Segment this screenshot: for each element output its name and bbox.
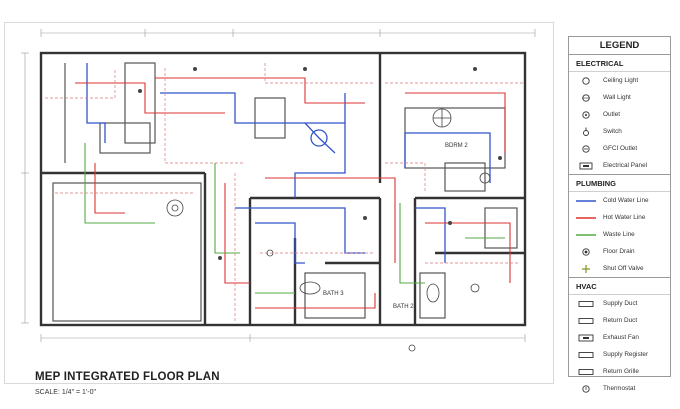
floor-drain-icon	[569, 247, 603, 257]
dimension-lines	[21, 29, 536, 342]
legend-label: Ceiling Light	[603, 77, 639, 84]
legend-label: Outlet	[603, 111, 621, 118]
switch-icon	[569, 127, 603, 137]
legend-label: Floor Drain	[603, 248, 635, 255]
legend-item: Outlet	[569, 106, 670, 123]
legend-item: Waste Line	[569, 226, 670, 243]
legend-label: Exhaust Fan	[603, 334, 639, 341]
legend-hvac-section: HVAC Supply Duct Return Duct Exhaust Fan…	[569, 278, 670, 397]
legend-electrical-heading: ELECTRICAL	[569, 55, 670, 72]
thermostat-icon	[569, 384, 603, 394]
room-label-bath2: BATH 2	[393, 304, 414, 310]
legend-label: Supply Register	[603, 351, 649, 358]
walls	[39, 51, 527, 327]
legend-label: Thermostat	[603, 385, 636, 392]
outlet-icon	[569, 110, 603, 120]
cold-water-line-icon	[569, 198, 603, 204]
plan-scale: SCALE: 1/4" = 1'-0"	[35, 389, 96, 396]
legend-item: Ceiling Light	[569, 72, 670, 89]
legend-item: Switch	[569, 123, 670, 140]
return-duct-icon	[569, 317, 603, 325]
legend-plumbing-heading: PLUMBING	[569, 175, 670, 192]
legend-plumbing-section: PLUMBING Cold Water Line Hot Water Line …	[569, 175, 670, 278]
legend-label: Waste Line	[603, 231, 635, 238]
room-label-bath3: BATH 3	[323, 291, 344, 297]
waste-line-icon	[569, 232, 603, 238]
legend-label: Return Duct	[603, 317, 638, 324]
legend-label: Return Grille	[603, 368, 639, 375]
supply-register-icon	[569, 351, 603, 359]
supply-duct-icon	[569, 300, 603, 308]
legend-hvac-heading: HVAC	[569, 278, 670, 295]
legend-label: Switch	[603, 128, 622, 135]
legend-item: GFCI Outlet	[569, 140, 670, 157]
hot-water-line-icon	[569, 215, 603, 221]
legend-electrical-section: ELECTRICAL Ceiling Light Wall Light Outl…	[569, 55, 670, 175]
legend-item: Shut Off Valve	[569, 260, 670, 277]
floor-plan-drawing: BATH 3 BATH 2 BDRM 2	[21, 29, 536, 352]
electrical-circuits	[45, 63, 525, 323]
legend-item: Thermostat	[569, 380, 670, 397]
legend-label: Hot Water Line	[603, 214, 646, 221]
legend-label: Wall Light	[603, 94, 631, 101]
legend-item: Return Duct	[569, 312, 670, 329]
shut-off-valve-icon	[569, 264, 603, 274]
legend-label: Cold Water Line	[603, 197, 649, 204]
electrical-panel-icon	[569, 161, 603, 171]
ceiling-light-icon	[569, 76, 603, 86]
drawing-sheet: BATH 3 BATH 2 BDRM 2 MEP INTEGRATED FLOO…	[4, 22, 554, 396]
outlet-symbols	[138, 67, 502, 260]
legend-panel: LEGEND ELECTRICAL Ceiling Light Wall Lig…	[568, 36, 671, 393]
legend-item: Electrical Panel	[569, 157, 670, 174]
legend-item: Return Grille	[569, 363, 670, 380]
waste-lines	[84, 143, 505, 294]
legend-item: Hot Water Line	[569, 209, 670, 226]
room-label-bdrm: BDRM 2	[445, 143, 468, 149]
legend-item: Exhaust Fan	[569, 329, 670, 346]
legend-item: Floor Drain	[569, 243, 670, 260]
legend-item: Wall Light	[569, 89, 670, 106]
legend-label: Shut Off Valve	[603, 265, 644, 272]
legend-title: LEGEND	[569, 37, 670, 55]
legend-item: Cold Water Line	[569, 192, 670, 209]
plan-title: MEP INTEGRATED FLOOR PLAN	[35, 371, 220, 383]
gfci-outlet-icon	[569, 144, 603, 154]
legend-label: Supply Duct	[603, 300, 638, 307]
legend-label: GFCI Outlet	[603, 145, 638, 152]
legend-label: Electrical Panel	[603, 162, 648, 169]
legend-item: Supply Duct	[569, 295, 670, 312]
legend-item: Supply Register	[569, 346, 670, 363]
return-grille-icon	[569, 368, 603, 376]
wall-light-icon	[569, 93, 603, 103]
exhaust-fan-icon	[569, 334, 603, 342]
cold-water-lines	[86, 63, 491, 264]
fixtures	[166, 108, 491, 352]
